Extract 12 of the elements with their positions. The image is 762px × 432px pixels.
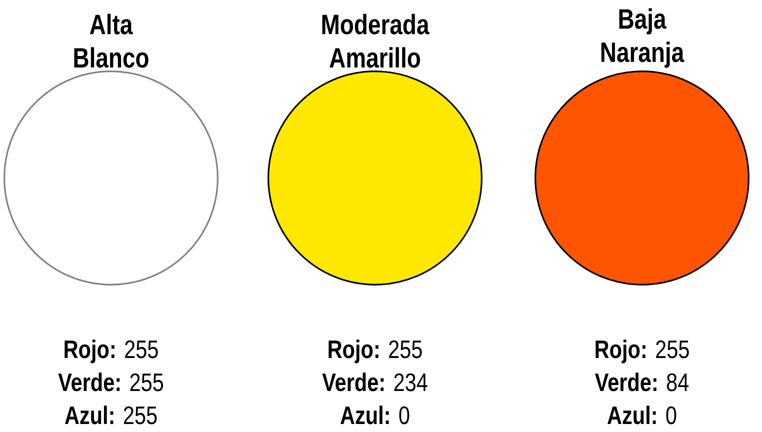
rgb-value: Rojo: 255	[596, 340, 689, 364]
rgb-value: Verde: 255	[58, 372, 164, 392]
rgb-value: Verde: 234	[322, 372, 428, 392]
rgb-value: Rojo: 255	[328, 340, 422, 364]
node-heading: Alta Blanco	[74, 14, 148, 68]
rgb-value: Azul: 0	[340, 406, 410, 424]
rgb-value: Rojo: 255	[64, 340, 158, 364]
rgb-value: Verde: 84	[595, 372, 689, 392]
node-heading: Baja Naranja	[601, 8, 684, 68]
rgb-value: Azul: 255	[64, 406, 157, 424]
node-heading: Moderada Amarillo	[322, 14, 430, 68]
rgb-value: Azul: 0	[608, 406, 676, 424]
